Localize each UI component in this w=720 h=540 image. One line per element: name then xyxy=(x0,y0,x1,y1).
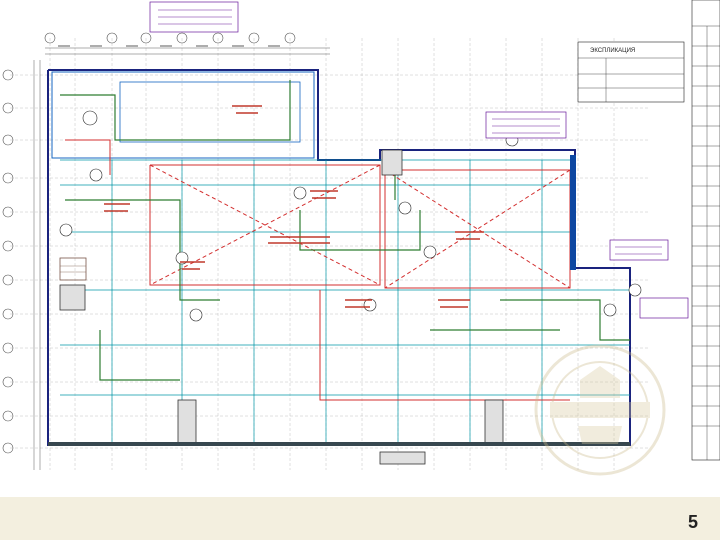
spec-table-rows xyxy=(692,25,720,460)
page-number: 5 xyxy=(687,512,698,532)
upper-wing-block xyxy=(51,71,315,159)
floor-plan-sheet: ЭКСПЛИКАЦИЯ xyxy=(2,0,720,470)
south-wall-strip xyxy=(48,442,630,446)
fire-compartment-lines xyxy=(65,139,571,401)
evacuation-routes xyxy=(60,80,630,381)
axis-markers-top xyxy=(44,32,296,44)
floor-plan-drawing: ЭКСПЛИКАЦИЯ xyxy=(2,0,720,470)
spec-table xyxy=(691,0,720,461)
info-block xyxy=(577,41,685,103)
red-room-labels xyxy=(104,105,484,308)
upper-hall-room xyxy=(119,81,301,143)
info-block-header: ЭКСПЛИКАЦИЯ xyxy=(590,48,635,54)
east-wall-segment xyxy=(570,155,576,270)
slide-footer-band xyxy=(0,497,720,540)
info-block-rows xyxy=(578,57,684,102)
callout-lines xyxy=(158,9,662,255)
hatched-room xyxy=(59,257,87,281)
institution-seal-watermark xyxy=(534,344,666,476)
axis-markers-left xyxy=(2,69,14,454)
hatch-marks xyxy=(60,265,86,273)
dimension-lines xyxy=(33,47,330,470)
room-tags xyxy=(59,110,642,322)
interior-columns xyxy=(60,159,630,445)
stair-cores xyxy=(59,149,504,465)
